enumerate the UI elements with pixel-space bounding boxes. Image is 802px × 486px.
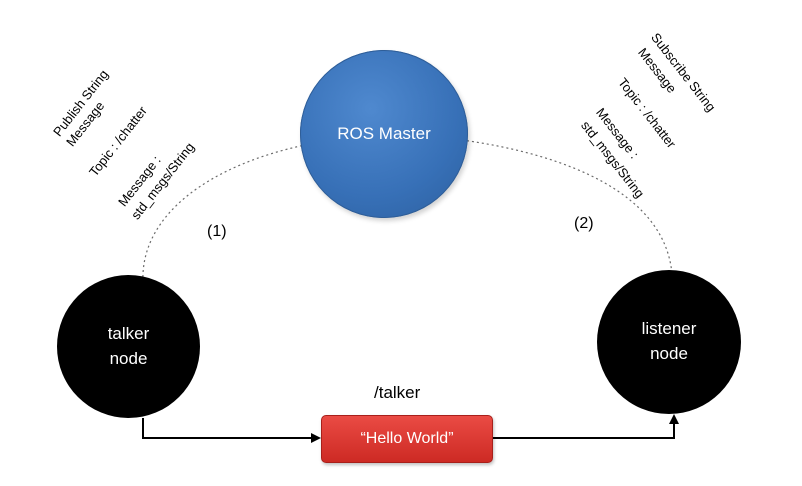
listener-label-line2: node [650, 344, 688, 363]
step-one-label: (1) [207, 223, 227, 240]
talker-label-line1: talker [107, 323, 150, 343]
listener-node: listener node [597, 270, 741, 414]
message-box: “Hello World” [321, 415, 493, 463]
talker-label-line2: node [109, 348, 148, 368]
listener-label-line1: listener [641, 319, 697, 339]
master-listener-link [461, 139, 673, 275]
talker-node: talker node [57, 275, 200, 418]
ros-master-node: ROS Master [300, 50, 468, 218]
talker-to-message-arrow [142, 418, 321, 443]
ros-master-label: ROS Master [337, 123, 431, 143]
talker-master-link [142, 144, 306, 283]
message-text: “Hello World” [360, 430, 454, 447]
message-to-listener-arrow [491, 414, 679, 439]
topic-label: /talker [374, 383, 421, 402]
step-two-label: (2) [574, 215, 594, 232]
